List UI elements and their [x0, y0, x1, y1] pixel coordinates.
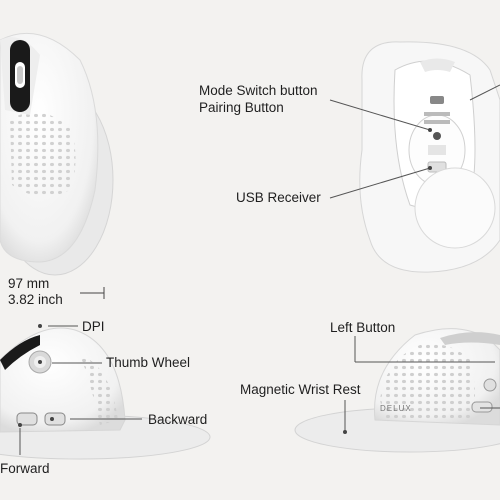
dpi-label: DPI — [82, 319, 105, 334]
callout-dots — [18, 128, 432, 434]
thumb-wheel-label: Thumb Wheel — [106, 355, 191, 370]
bottom-view-mouse — [359, 41, 500, 273]
left-button-label: Left Button — [330, 320, 396, 335]
backward-label: Backward — [148, 412, 208, 427]
forward-label: Forward — [0, 461, 50, 476]
side-view-right — [294, 328, 500, 453]
mode-switch-label: Mode Switch button — [199, 83, 318, 98]
dimension-marker — [80, 287, 105, 299]
dimension-mm-label: 97 mm — [8, 276, 50, 291]
usb-receiver-label: USB Receiver — [236, 190, 321, 205]
pairing-label: Pairing Button — [199, 100, 284, 115]
wrist-rest-label: Magnetic Wrist Rest — [240, 382, 361, 397]
callout-lines — [19, 84, 500, 455]
dimension-inch-label: 3.82 inch — [8, 292, 63, 307]
brand-logo: DELUX — [380, 404, 412, 413]
side-view-left — [0, 327, 211, 460]
front-view-mouse — [0, 32, 114, 276]
